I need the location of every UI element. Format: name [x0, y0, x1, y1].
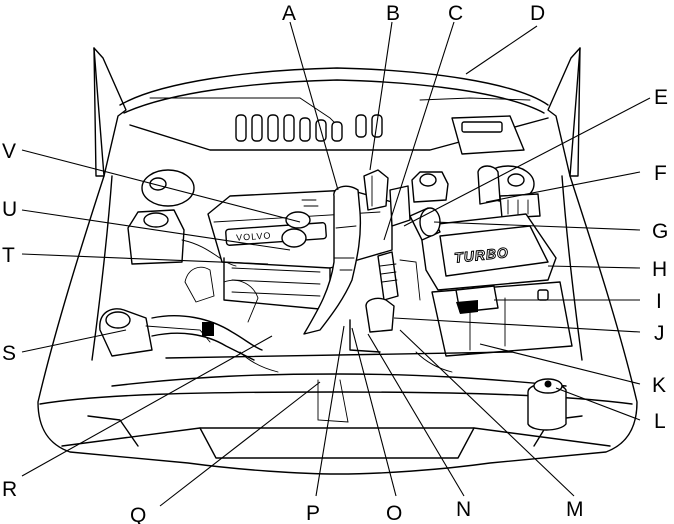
- callout-S: S: [2, 342, 16, 365]
- leader-F: [485, 171, 641, 203]
- engine-block: VOLVO: [207, 189, 393, 311]
- radiator-crossmember: [39, 351, 633, 459]
- callout-N: N: [456, 498, 471, 521]
- cowl-vent-slots: [235, 114, 383, 142]
- callout-O: O: [386, 502, 402, 524]
- callout-I: I: [656, 290, 662, 313]
- callout-M: M: [566, 498, 584, 521]
- callout-V: V: [2, 140, 16, 163]
- leader-L: [555, 387, 641, 421]
- air-cleaner-housing: TURBO: [409, 207, 557, 291]
- leader-K: [479, 343, 641, 385]
- leader-J: [393, 317, 641, 333]
- leader-H: [547, 265, 641, 269]
- central-components: [349, 169, 421, 353]
- coolant-reservoir: [127, 209, 237, 267]
- brake-fluid-reservoir: [411, 171, 449, 203]
- leader-U: [21, 209, 291, 251]
- leader-O: [351, 327, 397, 497]
- leader-Q: [159, 381, 321, 507]
- callout-R: R: [2, 478, 17, 501]
- callout-D: D: [530, 2, 545, 25]
- leader-A: [289, 21, 339, 191]
- leader-C: [383, 21, 455, 241]
- callout-A: A: [282, 2, 296, 25]
- callout-J: J: [654, 322, 665, 345]
- callout-E: E: [654, 86, 668, 109]
- relay-box: [477, 165, 541, 219]
- leader-G: [433, 221, 641, 231]
- leader-B: [369, 21, 393, 171]
- callout-T: T: [2, 244, 15, 267]
- power-steering-reservoir: [527, 378, 567, 431]
- washer-reservoir: [99, 308, 211, 357]
- car-body-outline: [37, 175, 638, 475]
- leader-E: [403, 97, 651, 227]
- leader-T: [21, 253, 269, 265]
- hood-struts: [93, 47, 581, 177]
- engine-plate-text: VOLVO: [236, 230, 272, 242]
- callout-H: H: [652, 258, 667, 281]
- cowl-panel: [119, 67, 549, 155]
- callout-B: B: [386, 2, 400, 25]
- intake-text: TURBO: [453, 244, 509, 266]
- leader-P: [315, 325, 345, 497]
- leader-D: [465, 25, 538, 75]
- leader-V: [21, 149, 301, 223]
- callout-L: L: [654, 410, 666, 433]
- callout-G: G: [652, 220, 668, 243]
- callout-K: K: [652, 374, 666, 397]
- callout-Q: Q: [130, 504, 146, 524]
- leader-lines: [21, 21, 651, 507]
- leader-R: [21, 335, 273, 477]
- left-radiator-hose: [151, 266, 263, 361]
- battery: [431, 281, 573, 357]
- callout-F: F: [654, 162, 667, 185]
- intake-pipe: [303, 185, 362, 335]
- callout-C: C: [448, 2, 463, 25]
- leader-S: [21, 329, 127, 353]
- leader-N: [367, 333, 465, 497]
- callout-P: P: [306, 502, 320, 524]
- callout-U: U: [2, 198, 17, 221]
- leader-M: [399, 329, 575, 497]
